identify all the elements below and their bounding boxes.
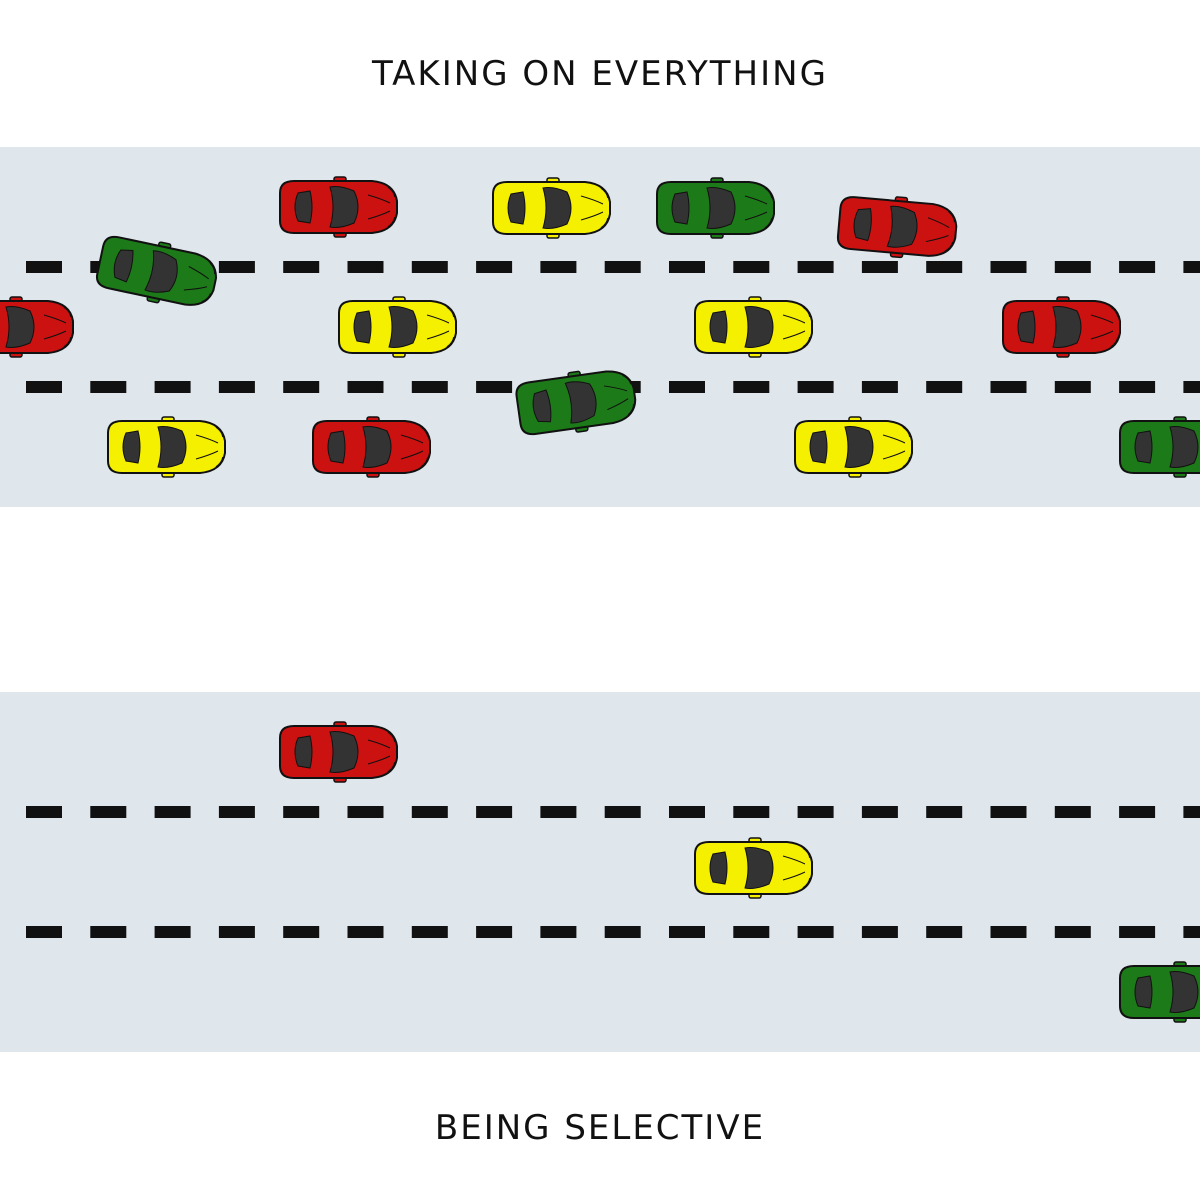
car-yellow <box>338 296 457 358</box>
car-red <box>1002 296 1121 358</box>
lane-dash <box>283 381 320 393</box>
lane-dash <box>1119 261 1156 273</box>
lane-dash <box>669 926 705 938</box>
road-taking-on-everything <box>0 147 1200 507</box>
lane-dash <box>218 926 255 938</box>
lane-dash <box>26 261 62 273</box>
lane-dash <box>861 926 898 938</box>
car-red <box>836 196 958 259</box>
lane-dash <box>1183 926 1200 938</box>
lane-dash <box>347 381 384 393</box>
lane-dash <box>797 261 834 273</box>
lane-dash <box>26 381 62 393</box>
lane-dash <box>926 261 963 273</box>
car-yellow <box>107 416 226 478</box>
lane-dash <box>540 926 577 938</box>
lane-dash <box>1054 806 1091 818</box>
lane-dash <box>797 381 834 393</box>
car-green <box>1119 961 1200 1023</box>
car-green <box>95 235 217 306</box>
car-green <box>1119 416 1200 478</box>
lane-dash <box>604 926 641 938</box>
lane-dash <box>1054 381 1091 393</box>
lane-dash <box>90 926 127 938</box>
car-yellow <box>492 177 611 239</box>
lane-dash <box>476 926 513 938</box>
lane-dash <box>733 381 770 393</box>
lane-dash <box>347 261 384 273</box>
car-green <box>515 370 637 436</box>
lane-dash <box>861 261 898 273</box>
lane-dash <box>1119 381 1156 393</box>
lane-dash <box>926 806 963 818</box>
car-yellow <box>794 416 913 478</box>
lane-dash <box>476 806 513 818</box>
car-yellow <box>694 837 813 899</box>
lane-dash <box>283 261 320 273</box>
lane-dash <box>26 926 62 938</box>
lane-dash <box>218 261 255 273</box>
lane-dash <box>540 261 577 273</box>
lane-dash <box>218 806 255 818</box>
road-scene-selective <box>26 721 1200 1023</box>
lane-dash <box>926 926 963 938</box>
lane-dash <box>1183 381 1200 393</box>
lane-dash <box>1054 261 1091 273</box>
lane-dash <box>1119 926 1156 938</box>
lane-dash <box>733 261 770 273</box>
lane-divider-1 <box>26 806 1200 818</box>
lane-dash <box>476 261 513 273</box>
lane-dash <box>990 806 1027 818</box>
lane-dash <box>283 806 320 818</box>
lane-divider-2 <box>26 926 1200 938</box>
lane-dash <box>347 806 384 818</box>
lane-dash <box>861 381 898 393</box>
lane-dash <box>154 381 191 393</box>
lane-dash <box>540 806 577 818</box>
lane-dash <box>861 806 898 818</box>
lane-dash <box>990 261 1027 273</box>
caption-taking-on-everything: TAKING ON EVERYTHING <box>372 54 828 94</box>
road-scene-busy <box>0 176 1200 478</box>
lane-dash <box>218 381 255 393</box>
car-red <box>279 176 398 238</box>
lane-dash <box>733 926 770 938</box>
lane-dash <box>154 926 191 938</box>
lane-dash <box>669 381 705 393</box>
lane-dash <box>990 381 1027 393</box>
lane-dash <box>90 381 127 393</box>
lane-dash <box>604 261 641 273</box>
lane-dash <box>411 381 448 393</box>
lane-dash <box>1119 806 1156 818</box>
lane-dash <box>733 806 770 818</box>
lane-dash <box>669 806 705 818</box>
lane-dash <box>1183 806 1200 818</box>
lane-dash <box>797 806 834 818</box>
lane-dash <box>347 926 384 938</box>
lane-dash <box>604 806 641 818</box>
lane-dash <box>411 806 448 818</box>
lane-dash <box>1183 261 1200 273</box>
lane-dash <box>797 926 834 938</box>
car-red <box>0 296 74 358</box>
lane-dash <box>283 926 320 938</box>
road-being-selective <box>0 692 1200 1052</box>
caption-being-selective: BEING SELECTIVE <box>434 1108 766 1148</box>
lane-dash <box>90 806 127 818</box>
lane-dash <box>411 926 448 938</box>
lane-dash <box>926 381 963 393</box>
lane-dash <box>154 806 191 818</box>
car-red <box>312 416 431 478</box>
lane-dash <box>411 261 448 273</box>
lane-dash <box>476 381 513 393</box>
lane-dash <box>990 926 1027 938</box>
lane-dash <box>26 806 62 818</box>
lane-divider-1 <box>26 261 1200 273</box>
car-yellow <box>694 296 813 358</box>
car-green <box>656 177 775 239</box>
car-red <box>279 721 398 783</box>
lane-dash <box>669 261 705 273</box>
lane-dash <box>1054 926 1091 938</box>
